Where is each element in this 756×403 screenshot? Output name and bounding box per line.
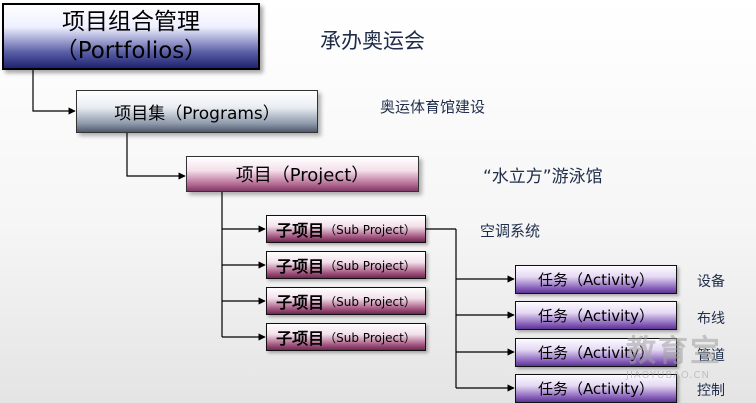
- annotation-activity-1: 设备: [697, 274, 725, 290]
- annotation-hvac-system: 空调系统: [480, 222, 541, 240]
- sub-project-label: 子项目: [276, 221, 325, 240]
- activity-label: 任务（Activity）: [537, 307, 655, 325]
- watermark-logo-text: 教育宝: [626, 334, 722, 369]
- activity-label: 任务（Activity）: [537, 344, 655, 362]
- activity-box-1: 任务（Activity）: [515, 265, 677, 294]
- portfolio-box: 项目组合管理 （Portfolios）: [2, 3, 260, 70]
- project-box: 项目（Project）: [186, 156, 419, 192]
- activity-box-2: 任务（Activity）: [515, 301, 677, 330]
- connector-portfolio-program: [32, 70, 76, 115]
- sub-project-english: （Sub Project）: [324, 222, 416, 237]
- project-label: 项目（Project）: [235, 165, 370, 186]
- activity-box-3: 任务（Activity）: [515, 338, 677, 367]
- annotation-activity-2: 布线: [697, 311, 725, 327]
- program-label: 项目集（Programs）: [114, 104, 280, 124]
- annotation-olympics: 承办奥运会: [320, 29, 425, 53]
- sub-project-label: 子项目: [276, 329, 325, 348]
- watermark: 教育宝 JIAOYUBAO.CN: [626, 326, 722, 381]
- sub-project-label: 子项目: [276, 293, 325, 312]
- sub-project-english: （Sub Project）: [324, 294, 416, 309]
- portfolio-title: 项目组合管理: [62, 8, 200, 35]
- connector-program-project: [126, 133, 186, 180]
- sub-project-box-4: 子项目（Sub Project）: [266, 323, 426, 351]
- sub-project-box-3: 子项目（Sub Project）: [266, 287, 426, 315]
- sub-project-label: 子项目: [276, 257, 325, 276]
- sub-project-english: （Sub Project）: [324, 330, 416, 345]
- sub-project-box-1: 子项目（Sub Project）: [266, 215, 426, 243]
- annotation-activity-3: 管道: [697, 348, 725, 364]
- sub-project-english: （Sub Project）: [324, 258, 416, 273]
- annotation-activity-4: 控制: [697, 383, 725, 399]
- watermark-url: JIAOYUBAO.CN: [626, 370, 710, 381]
- activity-label: 任务（Activity）: [537, 271, 655, 289]
- annotation-stadium-construction: 奥运体育馆建设: [380, 98, 486, 116]
- annotation-water-cube: “水立方”游泳馆: [483, 167, 603, 187]
- activity-label: 任务（Activity）: [537, 380, 655, 398]
- program-box: 项目集（Programs）: [76, 90, 318, 133]
- portfolio-subtitle: （Portfolios）: [54, 37, 208, 64]
- sub-project-box-2: 子项目（Sub Project）: [266, 251, 426, 279]
